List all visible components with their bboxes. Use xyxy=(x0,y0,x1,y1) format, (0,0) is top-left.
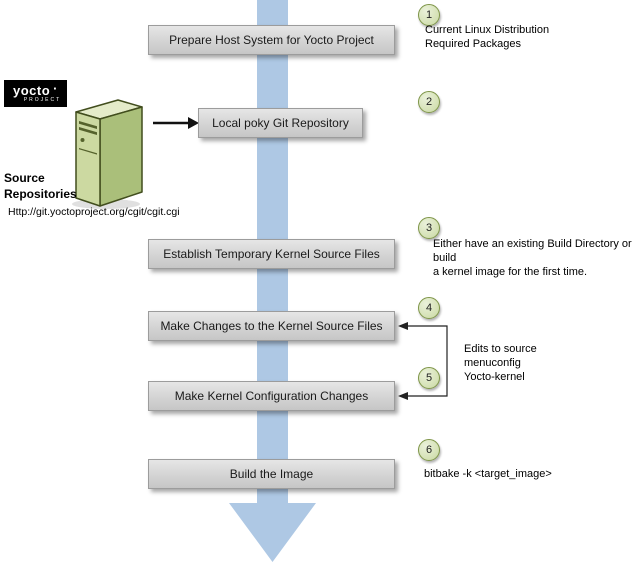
source-repositories-label: Source Repositories xyxy=(4,171,77,201)
step-number-6: 6 xyxy=(425,444,433,456)
step-label-3: Establish Temporary Kernel Source Files xyxy=(163,247,380,261)
step-label-1: Prepare Host System for Yocto Project xyxy=(169,33,374,47)
server-to-repo-arrow xyxy=(153,117,199,129)
yocto-logo-project-text: PROJECT xyxy=(23,97,62,103)
note-step3: Either have an existing Build Directory … xyxy=(433,238,632,278)
step-number-4: 4 xyxy=(425,302,433,314)
yocto-logo-row: yocto· xyxy=(12,81,58,98)
step-number-5: 5 xyxy=(425,372,433,384)
step-number-2: 2 xyxy=(425,96,433,108)
source-repositories-url: Http://git.yoctoproject.org/cgit/cgit.cg… xyxy=(8,206,180,218)
step-number-circle-5: 5 xyxy=(418,367,440,389)
server-front-details xyxy=(79,121,97,155)
step-box-1: Prepare Host System for Yocto Project xyxy=(148,25,395,55)
step-box-2: Local poky Git Repository xyxy=(198,108,363,138)
step-label-4: Make Changes to the Kernel Source Files xyxy=(160,319,383,333)
step-number-circle-6: 6 xyxy=(418,439,440,461)
step-number-circle-1: 1 xyxy=(418,4,440,26)
step-box-5: Make Kernel Configuration Changes xyxy=(148,381,395,411)
step-number-circle-4: 4 xyxy=(418,297,440,319)
server-front-face xyxy=(75,111,101,207)
yocto-logo: yocto· PROJECT xyxy=(4,80,67,107)
yocto-logo-dot: · xyxy=(53,81,58,96)
edit-loop-bracket xyxy=(398,322,448,400)
note-steps45: Edits to source menuconfig Yocto-kernel xyxy=(464,343,537,383)
note-step1: Current Linux Distribution Required Pack… xyxy=(425,24,550,50)
step-box-3: Establish Temporary Kernel Source Files xyxy=(148,239,395,269)
step-number-1: 1 xyxy=(425,9,433,21)
step-box-6: Build the Image xyxy=(148,459,395,489)
step-label-2: Local poky Git Repository xyxy=(212,116,349,130)
step-number-circle-3: 3 xyxy=(418,217,440,239)
step-box-4: Make Changes to the Kernel Source Files xyxy=(148,311,395,341)
bracket-arrow-step5 xyxy=(398,392,408,400)
bracket-arrow-step4 xyxy=(398,322,408,330)
step-number-3: 3 xyxy=(425,222,433,234)
step-label-6: Build the Image xyxy=(229,467,314,481)
step-label-5: Make Kernel Configuration Changes xyxy=(174,389,369,403)
note-step6: bitbake -k <target_image> xyxy=(424,468,552,480)
server-tower-icon xyxy=(72,99,143,209)
server-graphic xyxy=(64,92,154,212)
yocto-logo-text: yocto xyxy=(12,83,51,98)
step-number-circle-2: 2 xyxy=(418,91,440,113)
server-side-face xyxy=(99,106,143,207)
